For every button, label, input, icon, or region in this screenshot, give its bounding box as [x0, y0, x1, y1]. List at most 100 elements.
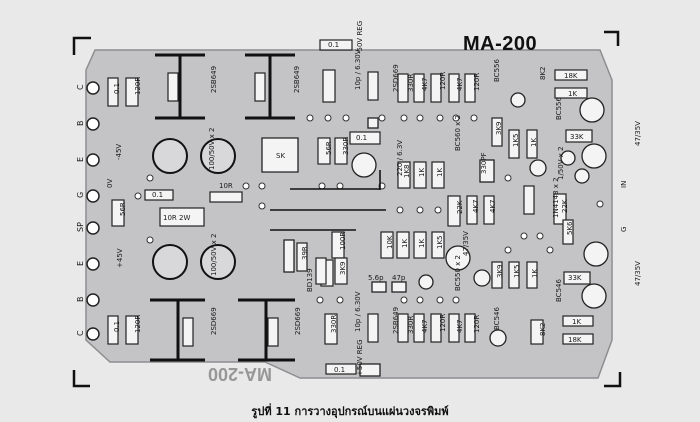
part-label: 18K — [568, 336, 582, 344]
supply-neg-label: -45V — [115, 144, 123, 160]
part-label: 120R — [473, 315, 481, 333]
part-label: BD139 — [306, 268, 314, 292]
large-capacitors — [152, 138, 236, 280]
part-label: +50V REG — [356, 340, 364, 377]
part-label: 1K — [572, 318, 581, 326]
terminal-label: B — [76, 121, 85, 127]
part-label: 4K7 — [456, 78, 464, 92]
terminal-label: E — [76, 261, 85, 266]
part-label: 2SD669 — [392, 64, 400, 92]
part-label: 47/35V — [462, 231, 470, 256]
part-label: 0.1 — [334, 366, 345, 374]
part-label: 10R 2W — [163, 214, 190, 222]
terminal-label: B — [76, 297, 85, 303]
part-label: 47/35V — [634, 121, 642, 146]
part-label: BC560 x 2 — [454, 115, 462, 151]
part-label: 1K5 — [436, 236, 444, 250]
part-label: BC556 — [493, 59, 501, 82]
part-label: -50V REG — [356, 21, 364, 54]
part-label: 1K — [530, 138, 538, 147]
part-label: 0.1 — [328, 41, 339, 49]
part-label: IN — [620, 181, 628, 188]
part-label: 0.1 — [152, 191, 163, 199]
part-label: 1K — [418, 239, 426, 248]
part-label: 2SB649 — [293, 66, 301, 93]
part-label: 2SB649 — [392, 307, 400, 334]
part-label: 1K — [418, 168, 426, 177]
part-label: 8K2 — [539, 323, 547, 337]
part-label: 47/35V — [634, 261, 642, 286]
mirrored-board-title: MA-200 — [208, 364, 273, 384]
part-label: G — [620, 227, 628, 232]
part-label: 22K — [456, 200, 464, 214]
part-label: BC550 x 2 — [454, 255, 462, 291]
part-label: 4K7 — [421, 78, 429, 92]
jumper-wires — [270, 170, 386, 231]
supply-pos-label: +45V — [116, 248, 124, 268]
part-label: 1K — [568, 90, 577, 98]
part-label: 120R — [473, 73, 481, 91]
part-label: 10p / 6.30V — [354, 49, 362, 90]
resistor-bodies — [107, 39, 594, 375]
part-label: 8K2 — [539, 67, 547, 81]
part-label: 330R — [342, 137, 350, 155]
part-label: BC546 — [555, 279, 563, 302]
part-label: 33K — [568, 274, 582, 282]
pcb-outline — [85, 49, 613, 379]
board-title: MA-200 — [463, 33, 538, 55]
part-label: 1N4148 x 2 — [552, 177, 560, 218]
small-parts — [261, 92, 609, 377]
terminal-pads — [86, 81, 100, 341]
part-label: 100R — [339, 232, 347, 250]
part-label: 22K — [561, 199, 569, 213]
part-label: 4K7 — [421, 320, 429, 334]
part-label: 56R — [325, 141, 333, 155]
part-label: 5K6 — [566, 221, 574, 235]
part-label: 1K — [401, 239, 409, 248]
part-label: 4K7 — [456, 320, 464, 334]
part-label: 4K7 — [472, 200, 480, 214]
part-label: 330PF — [480, 152, 488, 174]
part-label: BC546 — [493, 307, 501, 330]
part-label: 100/50V x 2 — [210, 234, 218, 276]
part-label: 47p — [392, 274, 406, 282]
part-label: 1K — [531, 269, 539, 278]
part-label: 0.1 — [356, 134, 367, 142]
part-label: 1K — [436, 168, 444, 177]
terminal-label: SP — [76, 222, 85, 232]
part-label: 330R — [330, 315, 338, 333]
part-label: SK — [276, 152, 285, 160]
part-label: 3K9 — [495, 122, 503, 136]
part-label: 39R — [301, 246, 309, 260]
part-label: 0.1 — [113, 321, 121, 332]
part-label: 120R — [134, 77, 142, 95]
part-label: 1K5 — [512, 134, 520, 148]
supply-zero-label: 0V — [106, 179, 114, 188]
part-label: 1/50V x 2 — [557, 146, 565, 180]
part-label: 33K — [570, 133, 584, 141]
terminal-label: G — [76, 192, 85, 198]
part-label: BC556 — [555, 97, 563, 120]
part-label: 1K5 — [513, 265, 521, 279]
figure-caption: รูปที่ 11 การวางอุปกรณ์บนแผ่นวงจรพิมพ์ — [251, 405, 449, 418]
part-label: 330R — [407, 74, 415, 92]
part-label: 120R — [134, 315, 142, 333]
part-label: 2SD669 — [210, 307, 218, 335]
part-label: 10p / 6.30V — [354, 291, 362, 332]
part-label: 2SB649 — [210, 66, 218, 93]
terminal-label: E — [76, 157, 85, 162]
part-label: 10K — [386, 235, 394, 249]
part-label: 10R — [219, 182, 233, 190]
part-label: 18K — [564, 72, 578, 80]
part-label: 3K9 — [496, 265, 504, 279]
corner-marks — [72, 30, 622, 388]
part-label: 4K7 — [489, 200, 497, 214]
part-label: 3K9 — [339, 262, 347, 276]
part-label: 120R — [439, 72, 447, 90]
part-label: 2SD669 — [294, 307, 302, 335]
part-label: 0.1 — [113, 83, 121, 94]
part-label: 330R — [407, 316, 415, 334]
part-label: 1K8 — [403, 165, 411, 179]
part-label: 220 / 6.3V — [396, 140, 404, 176]
